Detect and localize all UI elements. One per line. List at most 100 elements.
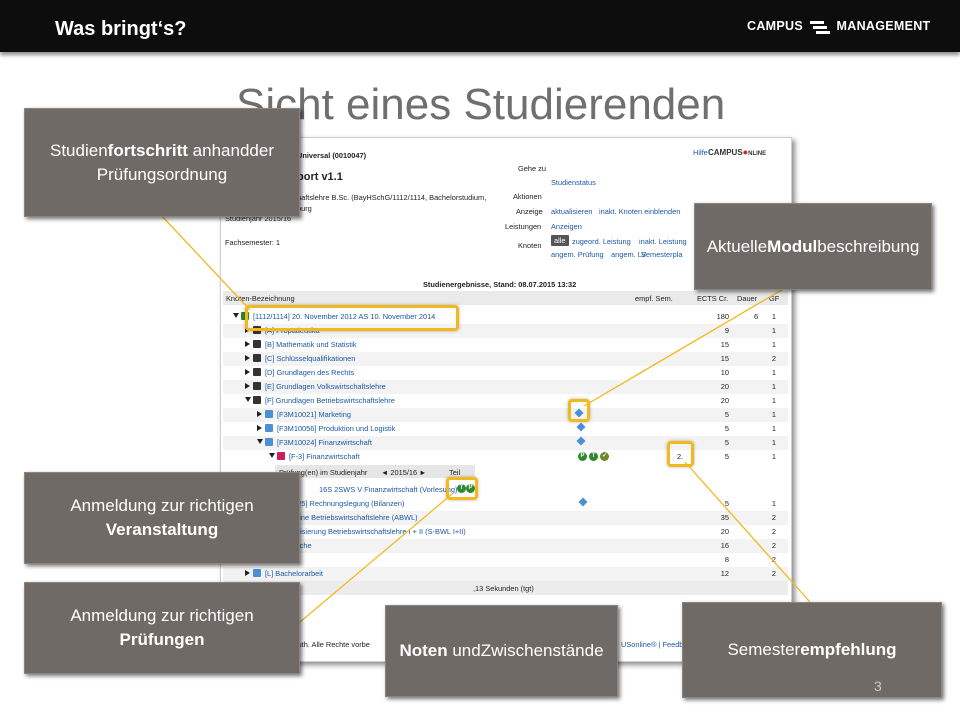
row-label[interactable]: prache: [289, 541, 312, 550]
module-icon: [265, 438, 273, 446]
aktionen-label: Aktionen: [513, 192, 542, 201]
results-header: [223, 291, 788, 305]
callout-bold: Prüfungen: [119, 630, 205, 649]
row-ects: 20: [720, 527, 729, 536]
row-label[interactable]: [1112/1114] 20. November 2012 AS 10. Nov…: [253, 312, 436, 321]
aktualisieren-link[interactable]: aktualisieren: [551, 207, 593, 216]
studienstatus-link[interactable]: Studienstatus: [551, 178, 596, 187]
row-label[interactable]: [L] Bachelorarbeit: [265, 569, 323, 578]
collapse-icon[interactable]: [269, 453, 275, 458]
t-icon: T: [589, 451, 599, 461]
footer-links[interactable]: USonline® | Feedb: [621, 640, 684, 649]
table-row[interactable]: zialisierung Betriebswirtschaftslehre I …: [223, 525, 788, 539]
help-link[interactable]: Hilfe: [693, 148, 708, 157]
report-title: port v1.1: [297, 171, 343, 183]
row-label[interactable]: [F] Grundlagen Betriebswirtschaftslehre: [265, 396, 395, 405]
row-ects: 12: [720, 569, 729, 578]
callout-text: anhand: [187, 140, 250, 160]
table-row[interactable]: [F] Grundlagen Betriebswirtschaftslehre …: [223, 394, 788, 408]
row-label[interactable]: 0025] Rechnungslegung (Bilanzen): [289, 499, 405, 508]
page-number: 3: [874, 678, 882, 694]
row-gf: 2: [771, 569, 776, 578]
row-label[interactable]: [E] Grundlagen Volkswirtschaftslehre: [265, 382, 386, 391]
row-label[interactable]: [F3M10056] Produktion und Logistik: [277, 424, 396, 433]
campus-management-logo: CAMPUS MANAGEMENT: [747, 19, 931, 34]
slide-heading: Was bringt‘s?: [55, 18, 187, 40]
table-row[interactable]: [F3M10021] Marketing 5 1: [223, 408, 788, 422]
expand-icon[interactable]: [245, 369, 250, 375]
campusonline-logo: CAMPUS●NLINE: [708, 147, 766, 157]
callout-text: der Prüfungsordnung: [96, 140, 274, 184]
semesterplan-link[interactable]: Semesterpla: [641, 250, 683, 259]
t-icon: T: [457, 483, 466, 493]
node-icon: [253, 396, 261, 404]
expand-icon[interactable]: [245, 341, 250, 347]
inakt-leistung-link[interactable]: inakt. Leistung: [639, 237, 687, 246]
row-gf: 1: [771, 410, 776, 419]
course-link[interactable]: 16S 2SWS V Finanzwirtschaft (Vorlesung): [319, 485, 458, 494]
row-gf: 1: [771, 396, 776, 405]
sub-header: [275, 465, 475, 478]
leistungen-anzeigen-link[interactable]: Anzeigen: [551, 222, 582, 231]
table-row[interactable]: meine Betriebswirtschaftslehre (ABWL) 35…: [223, 511, 788, 525]
fachsemester: Fachsemester: 1: [225, 238, 281, 247]
table-row[interactable]: [F3M10056] Produktion und Logistik 5 1: [223, 422, 788, 436]
row-label[interactable]: [F3M10021] Marketing: [277, 410, 351, 419]
row-label[interactable]: [C] Schlüsselqualifikationen: [265, 354, 356, 363]
p-icon: P: [578, 451, 587, 461]
table-row[interactable]: [L] Bachelorarbeit 12 2: [223, 567, 788, 581]
expand-icon[interactable]: [245, 570, 250, 576]
expand-icon[interactable]: [245, 383, 250, 389]
row-gf: 1: [771, 368, 776, 377]
col-empf: empf. Sem.: [635, 294, 673, 303]
brand-right: MANAGEMENT: [836, 19, 931, 33]
knoten-alle-button[interactable]: alle: [551, 235, 569, 246]
callout-text: Aktuelle: [706, 236, 768, 256]
callout-text: Anmeldung zur richtigen: [70, 606, 254, 625]
row-label[interactable]: zialisierung Betriebswirtschaftslehre I …: [289, 527, 466, 536]
inaktive-knoten-link[interactable]: inakt. Knoten einblenden: [599, 207, 681, 216]
row-gf: 2: [771, 555, 776, 564]
row-label[interactable]: [D] Grundlagen des Rechts: [265, 368, 355, 377]
expand-icon[interactable]: [257, 425, 262, 431]
expand-icon[interactable]: [245, 355, 250, 361]
collapse-icon[interactable]: [245, 397, 251, 402]
col-gf: GF: [769, 294, 780, 303]
callout-bold: Modul: [767, 236, 818, 256]
alle-label: alle: [551, 235, 569, 246]
row-label[interactable]: [F3M10024] Finanzwirtschaft: [277, 438, 372, 447]
sub-teil-label: Teil: [449, 468, 461, 477]
angem-pruefung-link[interactable]: angem. Prüfung: [551, 250, 604, 259]
row-gf: 1: [771, 382, 776, 391]
row-label[interactable]: [F-3] Finanzwirtschaft: [289, 452, 360, 461]
node-icon: [253, 340, 261, 348]
table-row[interactable]: 0025] Rechnungslegung (Bilanzen) 5 1: [223, 497, 788, 511]
angem-lv-link[interactable]: angem. LV: [611, 250, 647, 259]
table-row[interactable]: [D] Grundlagen des Rechts 10 1: [223, 366, 788, 380]
leistungen-label: Leistungen: [505, 222, 542, 231]
collapse-icon[interactable]: [233, 313, 239, 318]
table-row[interactable]: [E] Grundlagen Volkswirtschaftslehre 20 …: [223, 380, 788, 394]
brand-left: CAMPUS: [747, 19, 803, 33]
campus-logo-text: CAMPUS: [708, 148, 743, 157]
row-label[interactable]: meine Betriebswirtschaftslehre (ABWL): [289, 513, 418, 522]
semester-selector[interactable]: ◄ 2015/16 ►: [381, 468, 427, 477]
table-row[interactable]: [C] Schlüsselqualifikationen 15 2: [223, 352, 788, 366]
sub-pruefung-label: Prüfung(en) im Studienjahr: [279, 468, 368, 477]
module-icon: [265, 424, 273, 432]
table-row[interactable]: [F3M10024] Finanzwirtschaft 5 1: [223, 436, 788, 450]
collapse-icon[interactable]: [257, 439, 263, 444]
table-row[interactable]: [F-3] Finanzwirtschaft P T ✓ 2. 5 1: [223, 450, 788, 464]
table-row[interactable]: prache 16 2: [223, 539, 788, 553]
row-ects: 20: [720, 382, 729, 391]
row-gf: 1: [771, 312, 776, 321]
expand-icon[interactable]: [257, 411, 262, 417]
table-row[interactable]: [B] Mathematik und Statistik 15 1: [223, 338, 788, 352]
top-bar: Was bringt‘s? CAMPUS MANAGEMENT: [0, 0, 960, 52]
row-gf: 1: [771, 326, 776, 335]
row-ects: 35: [720, 513, 729, 522]
exam-status-icons[interactable]: P T ✓: [578, 451, 610, 461]
zugeord-leistung-link[interactable]: zugeord. Leistung: [572, 237, 631, 246]
row-label[interactable]: [B] Mathematik und Statistik: [265, 340, 357, 349]
